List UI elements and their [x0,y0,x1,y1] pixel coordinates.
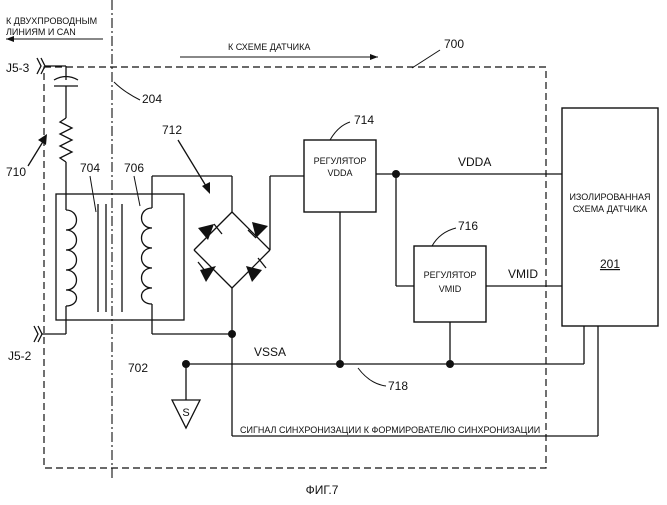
ref-700: 700 [444,37,464,51]
leader-700 [412,50,440,68]
ref-704: 704 [80,161,100,175]
reg-vdda-line2: VDDA [327,168,352,178]
sensor-line1: ИЗОЛИРОВАННАЯ [569,192,650,202]
twowire-label-line2: ЛИНИЯМ И CAN [6,27,76,37]
diode-bridge [194,212,270,288]
diode-4-icon [246,266,262,282]
leader-718 [358,368,386,386]
ref-204: 204 [142,92,162,106]
twowire-label-line1: К ДВУХПРОВОДНЫМ [6,16,97,26]
sync-label: СИГНАЛ СИНХРОНИЗАЦИИ К ФОРМИРОВАТЕЛЮ СИН… [240,425,540,435]
reg-vmid-line2: VMID [439,284,462,294]
isolated-sensor-box [562,108,658,326]
ref-712: 712 [162,123,182,137]
reg-vdda-line1: РЕГУЛЯТОР [314,156,367,166]
to-sensor-arrow-head [370,54,378,60]
vssa-label: VSSA [254,345,286,359]
ref-718: 718 [388,379,408,393]
j52-connector-icon [34,326,38,342]
sensor-line2: СХЕМА ДАТЧИКА [573,204,648,214]
ref-710: 710 [6,165,26,179]
arrow-712 [178,140,206,186]
leader-706 [134,176,140,206]
resistor-zigzag [60,118,72,162]
figure-caption: ФИГ.7 [306,483,339,497]
node-vssa-mid [336,360,344,368]
j53-connector-icon [37,58,41,74]
node-vssa-right [446,360,454,368]
leader-204 [114,82,140,100]
secondary-coil [142,208,153,304]
vdda-label: VDDA [458,155,491,169]
ground-s-label: S [182,407,189,419]
primary-coil [66,210,77,306]
ref-706: 706 [124,161,144,175]
reg-vmid-line1: РЕГУЛЯТОР [424,270,477,280]
leader-714 [330,122,350,140]
j53-label: J5-3 [6,61,30,75]
ref-714: 714 [354,113,374,127]
arrow-712-head [202,182,210,194]
leader-716 [432,228,456,246]
arrow-710 [28,140,44,166]
ref-716: 716 [458,219,478,233]
ref-702: 702 [128,361,148,375]
to-sensor-label: К СХЕМЕ ДАТЧИКА [228,42,310,52]
j52-label: J5-2 [8,349,32,363]
sensor-ref-201: 201 [600,257,620,271]
vmid-label: VMID [508,267,538,281]
